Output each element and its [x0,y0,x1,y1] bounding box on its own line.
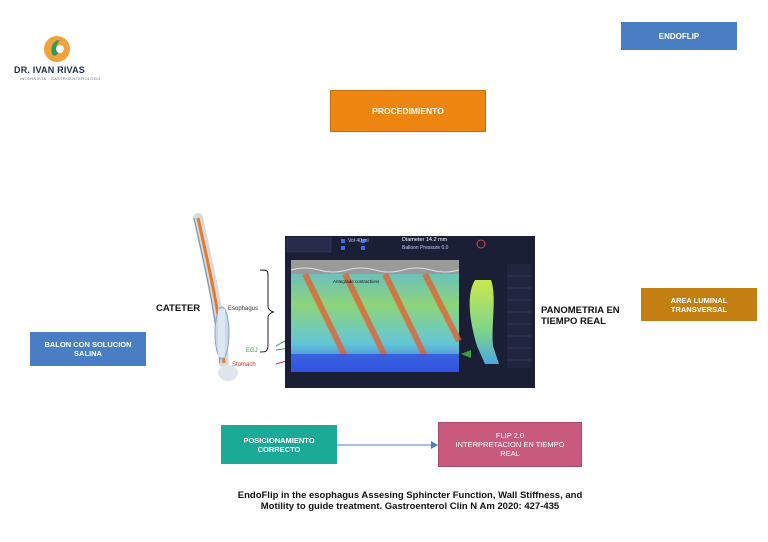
egj-label: EGJ [246,348,258,354]
logo-subtitle: INTERNISTA · GASTROENTEROLOGO [20,76,101,81]
logo-icon [44,36,70,62]
monitor-panometry [285,236,535,388]
monitor-diameter-label: Diameter 14.2 mm [402,237,448,243]
monitor-pressure-label: Balloon Pressure 0.0 [402,245,449,251]
stomach-label: Stomach [232,362,256,368]
posicionamiento-label: POSICIONAMIENTO CORRECTO [243,435,315,454]
catheter-illustration [193,213,238,381]
logo: DR. IVAN RIVAS INTERNISTA · GASTROENTERO… [14,34,104,82]
contractions-label: Antegrade contractions [333,279,380,284]
panometria-label: PANOMETRIA EN TIEMPO REAL [541,305,620,327]
flow-arrow [337,441,438,449]
monitor-volume-label: Vol 40 ml [348,238,369,244]
flip-subtitle: INTERPRETACION EN TIEMPO REAL [455,440,565,458]
posicionamiento-box: POSICIONAMIENTO CORRECTO [221,425,337,464]
flip-title: FLIP 2.0 [495,431,525,440]
area-luminal-box: AREA LUMINAL TRANSVERSAL [641,288,757,321]
cateter-label: CATETER [156,303,201,314]
balon-box: BALON CON SOLUCION SALINA [30,332,146,366]
procedimiento-label: PROCEDIMIENTO [372,106,444,116]
esophagus-label: Esophagus [228,306,259,312]
logo-name: DR. IVAN RIVAS [14,65,85,75]
balon-label: BALON CON SOLUCION SALINA [44,340,132,358]
flip-box: FLIP 2.0 INTERPRETACION EN TIEMPO REAL [438,422,582,467]
procedimiento-box: PROCEDIMIENTO [330,90,486,132]
area-luminal-label: AREA LUMINAL TRANSVERSAL [670,295,728,314]
endoflip-label: ENDOFLIP [658,31,700,41]
citation-text: EndoFlip in the esophagus Assesing Sphin… [237,490,583,512]
endoflip-box: ENDOFLIP [621,22,737,50]
